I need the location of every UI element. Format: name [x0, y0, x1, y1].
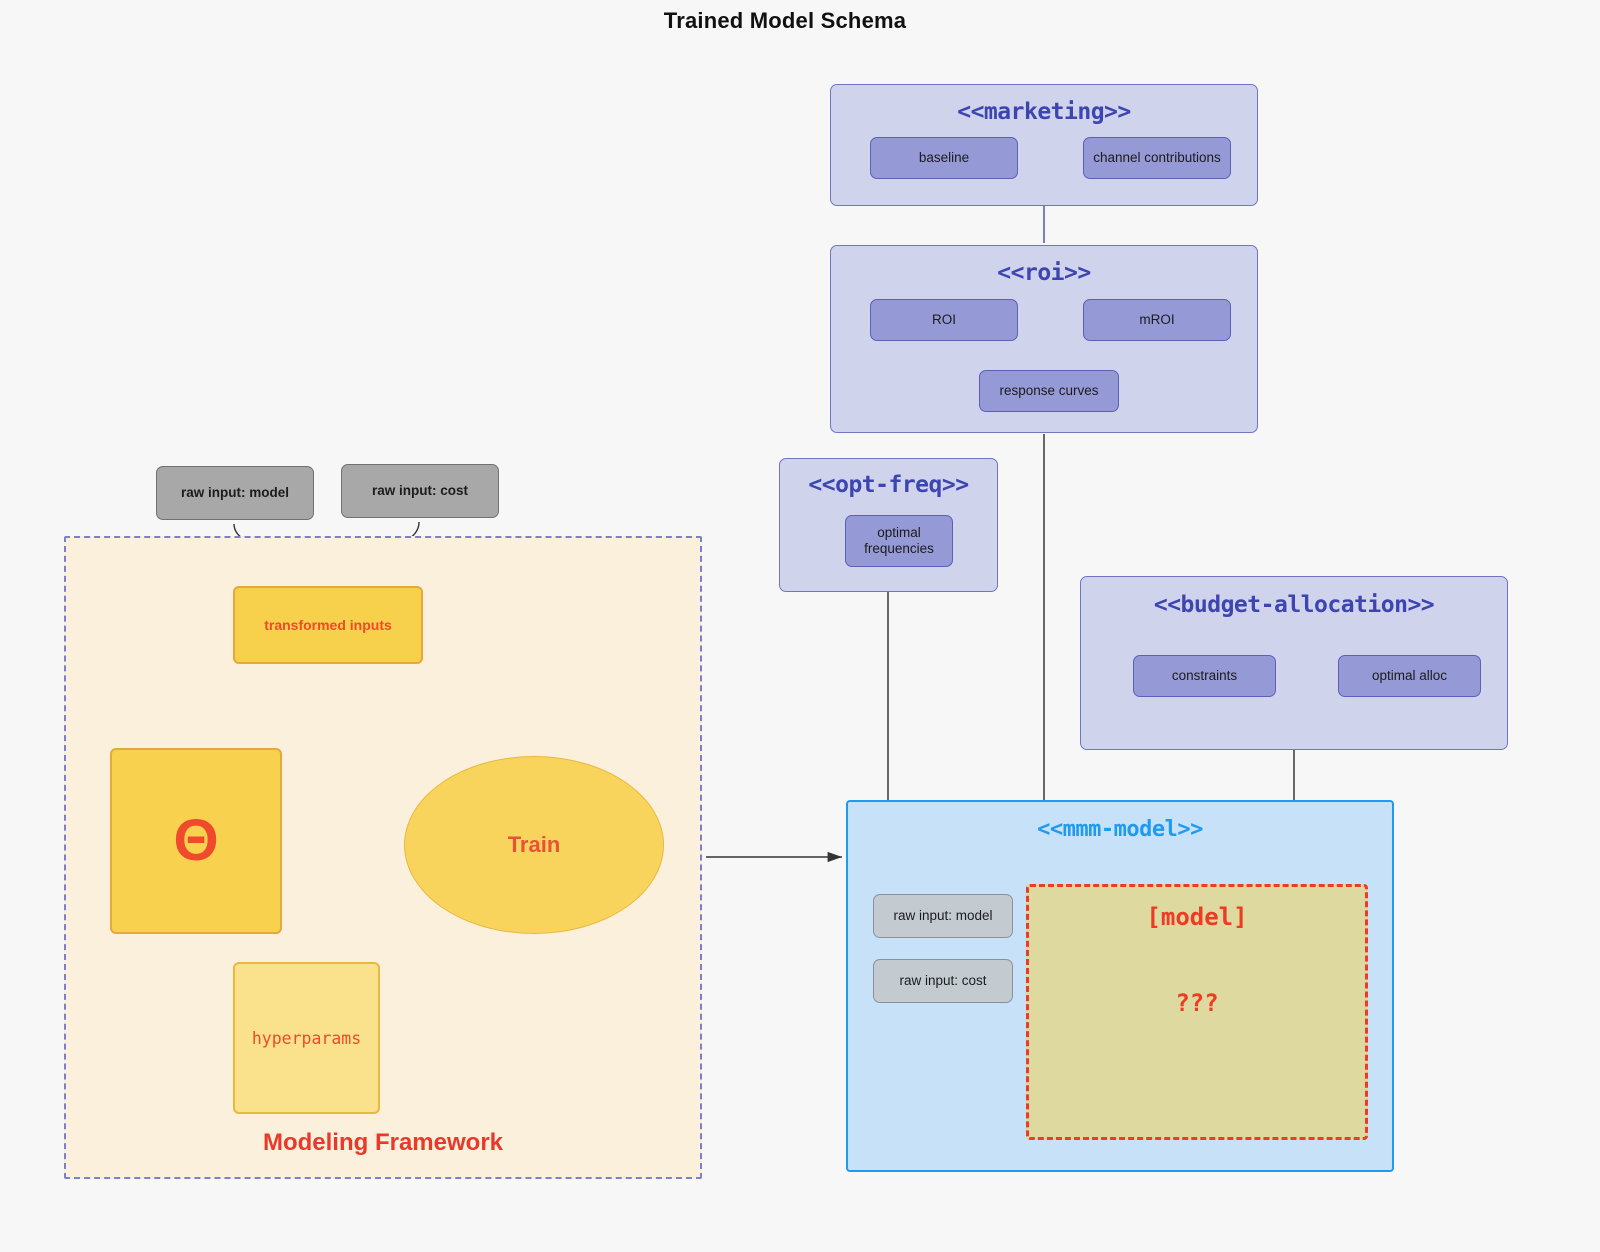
node-channel-contributions[interactable]: channel contributions: [1075, 129, 1231, 179]
node-raw-input-model[interactable]: raw input: model: [148, 458, 314, 520]
model-unknown-label: ???: [1175, 989, 1219, 1017]
node-hyperparams-label: hyperparams: [251, 1028, 362, 1048]
model-placeholder-box[interactable]: [model] ???: [1026, 884, 1368, 1140]
node-mmm-raw-input-cost[interactable]: raw input: cost: [865, 951, 1013, 1003]
node-hyperparams[interactable]: hyperparams: [226, 955, 380, 1114]
package-marketing-title: <<marketing>>: [957, 99, 1131, 125]
node-channel-contributions-label: channel contributions: [1093, 150, 1221, 166]
package-budget-allocation[interactable]: <<budget-allocation>> constraints optima…: [1080, 576, 1508, 750]
node-theta-parameters[interactable]: Θ: [103, 741, 282, 934]
node-roi-label: ROI: [931, 312, 956, 328]
node-constraints-label: constraints: [1171, 668, 1238, 684]
node-baseline[interactable]: baseline: [862, 129, 1018, 179]
node-raw-input-model-label: raw input: model: [181, 485, 289, 501]
page-title: Trained Model Schema: [663, 8, 907, 33]
node-baseline-label: baseline: [918, 150, 970, 166]
node-optimal-frequencies[interactable]: optimal frequencies: [837, 507, 953, 567]
node-mroi[interactable]: mROI: [1075, 291, 1231, 341]
package-opt-freq[interactable]: <<opt-freq>> optimal frequencies: [779, 458, 998, 592]
package-roi[interactable]: <<roi>> ROI mROI response curves: [830, 245, 1258, 433]
train-process-node[interactable]: Train: [404, 756, 664, 934]
package-marketing[interactable]: <<marketing>> baseline channel contribut…: [830, 84, 1258, 206]
node-response-curves[interactable]: response curves: [971, 362, 1119, 412]
modeling-framework-label: Modeling Framework: [262, 1129, 504, 1156]
node-roi[interactable]: ROI: [862, 291, 1018, 341]
package-opt-freq-title: <<opt-freq>>: [808, 472, 969, 498]
node-optimal-alloc-label: optimal alloc: [1371, 668, 1448, 684]
node-mmm-raw-input-model-label: raw input: model: [893, 908, 993, 924]
package-budget-allocation-title: <<budget-allocation>>: [1153, 592, 1435, 618]
train-label: Train: [507, 832, 561, 857]
node-response-curves-label: response curves: [999, 383, 1099, 399]
model-placeholder-label: [model]: [1146, 903, 1248, 931]
node-optimal-alloc[interactable]: optimal alloc: [1330, 647, 1481, 697]
node-optimal-frequencies-label-line2: frequencies: [864, 541, 934, 556]
node-raw-input-cost-label: raw input: cost: [371, 483, 468, 499]
node-transformed-inputs[interactable]: transformed inputs: [226, 579, 423, 664]
node-raw-input-cost[interactable]: raw input: cost: [333, 456, 499, 518]
node-transformed-inputs-label: transformed inputs: [264, 617, 392, 633]
node-mmm-raw-input-model[interactable]: raw input: model: [865, 886, 1013, 938]
node-mroi-label: mROI: [1139, 312, 1175, 328]
package-mmm-model-title: <<mmm-model>>: [1037, 817, 1203, 842]
theta-symbol: Θ: [173, 808, 219, 873]
node-constraints[interactable]: constraints: [1125, 647, 1276, 697]
node-mmm-raw-input-cost-label: raw input: cost: [899, 973, 987, 989]
node-optimal-frequencies-label-line1: optimal: [877, 525, 921, 541]
package-roi-title: <<roi>>: [997, 260, 1091, 286]
